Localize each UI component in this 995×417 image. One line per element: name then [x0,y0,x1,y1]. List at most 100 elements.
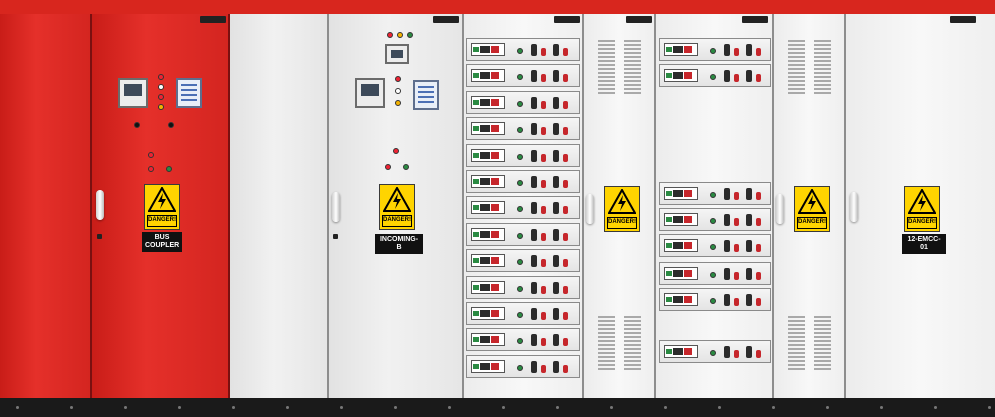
door-handle-icon [332,192,340,222]
warning-triangle-icon [908,189,936,214]
selector-knob-icon [553,176,559,188]
vent-slot [624,68,641,70]
indicator-lamp-green [517,153,523,160]
indicator-lamp-red [541,153,546,162]
breaker-module-icon [471,122,505,136]
plinth-bolt [826,406,829,409]
indicator-lamp-green [517,180,523,186]
breaker-module-icon [664,267,698,280]
danger-sign: DANGER! [904,186,940,232]
warning-triangle-icon [383,187,411,212]
breaker-module-icon [664,213,698,226]
indicator-lamp-red [541,232,546,241]
danger-sign: DANGER! [794,186,830,232]
indicator-lamp-green [710,192,716,198]
breaker-module-icon [471,280,505,294]
selector-knob-icon [531,123,537,136]
indicator-lamp-red [563,100,568,109]
plinth-bolt [610,406,613,409]
indicator-lamp-green [517,74,523,81]
relay-icon [176,78,202,108]
breaker-module-icon [471,307,505,320]
vent-slot [624,48,641,50]
plinth-bolt [718,406,721,409]
vent-slot [624,88,641,90]
vent-slot [788,64,805,66]
vent-slot [624,324,641,326]
indicator-lamp-red [734,350,739,358]
vent-slot [788,84,805,86]
vent-slot [598,72,615,74]
vent-slot [624,320,641,322]
indicator-lamp-green [710,218,716,224]
vent-slot [598,52,615,54]
vent-slot [598,44,615,46]
meter-icon [385,44,409,64]
vent-slot [788,332,805,334]
vent-slot [814,80,831,82]
vent-slot [814,64,831,66]
vent-slot [598,92,615,94]
mcc-drawer [466,64,580,88]
indicator-lamp-white [158,84,164,90]
mcc-drawer [466,275,580,299]
danger-label: DANGER! [147,215,177,227]
breaker-module-icon [664,239,698,252]
vent-slot [788,88,805,90]
mcc-drawer [466,249,580,273]
panel-name-plate: INCOMING-B [375,234,423,254]
vent-slot [598,348,615,350]
danger-label: DANGER! [607,217,637,229]
indicator-lamp-green [403,164,409,170]
vent-slot [598,364,615,366]
indicator-lamp-green [710,298,716,304]
breaker-module-icon [664,187,698,200]
vent-slot [814,48,831,50]
vent-slot [814,40,831,42]
indicator-lamp-green [710,48,716,54]
danger-label: DANGER! [907,217,937,229]
vent-slot [788,60,805,62]
plinth-bolt [394,406,397,409]
indicator-lamp-red [158,94,164,100]
vent-slot [624,332,641,334]
selector-knob-icon [746,44,752,56]
mcc-drawer [659,38,771,61]
plinth-bolt [232,406,235,409]
mcc-drawer [466,328,580,352]
vent-slot [788,340,805,342]
indicator-lamp-red [541,127,546,136]
vent-slot [814,352,831,354]
plinth-bolt [934,406,937,409]
selector-knob-icon [724,268,730,280]
vent-slot [814,356,831,358]
vent-slot [624,52,641,54]
indicator-lamp-amber [397,32,403,38]
mcc-drawer [466,90,580,114]
vent-slot [814,364,831,366]
indicator-lamp-green [710,74,716,80]
breaker-module-icon [471,69,505,83]
indicator-lamp-red [541,259,546,268]
vent-slot [814,76,831,78]
selector-switch-icon [134,122,140,128]
danger-label: DANGER! [797,217,827,229]
selector-knob-icon [531,308,537,320]
indicator-lamp-red [541,285,546,294]
indicator-lamp-red [541,48,546,56]
vent-slot [598,336,615,338]
panel-tag [626,16,652,23]
door-handle-icon [776,194,784,224]
danger-sign: DANGER! [144,184,180,230]
indicator-lamp-red [563,259,568,268]
breaker-module-icon [471,359,505,373]
vent-slot [624,328,641,330]
selector-knob-icon [553,228,559,241]
top-strip [0,0,995,14]
indicator-lamp-amber [395,100,401,106]
plinth-bolt [340,406,343,409]
indicator-lamp-red [734,272,739,280]
indicator-lamp-red [563,312,568,320]
vent-slot [598,40,615,42]
